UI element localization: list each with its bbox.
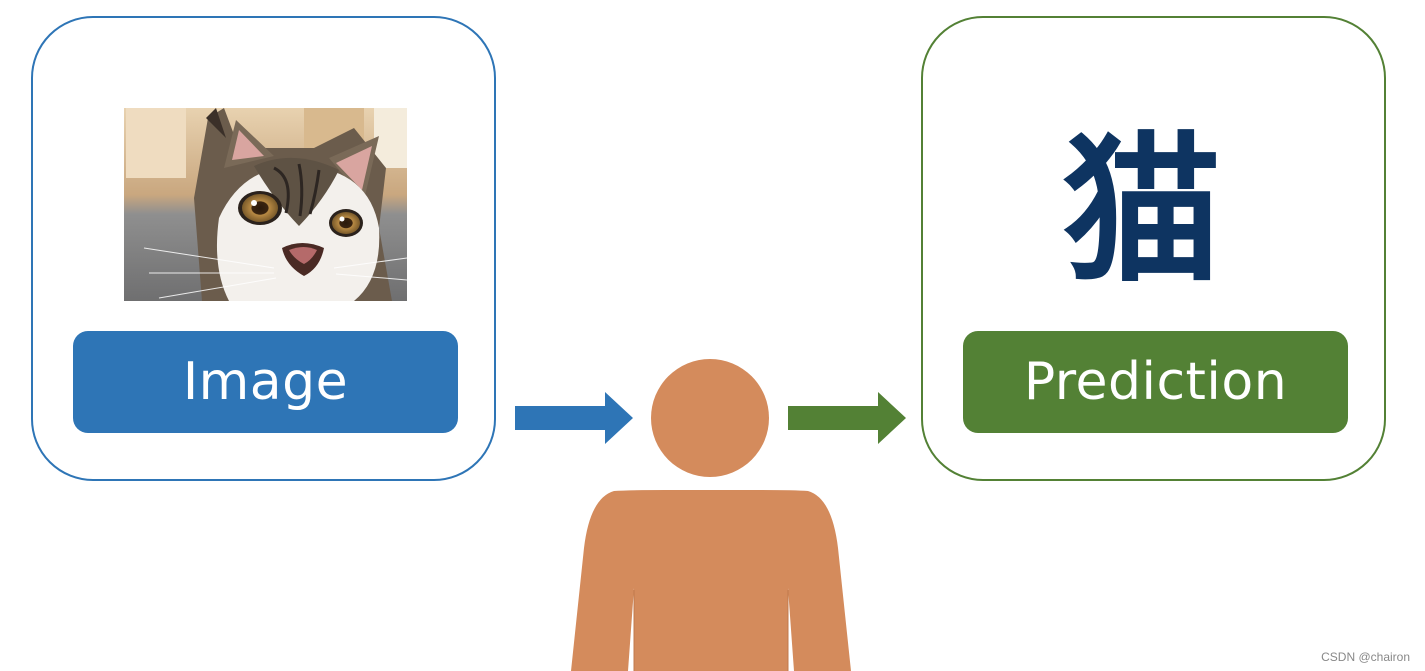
prediction-output-panel: 猫 Prediction [921, 16, 1386, 481]
person-icon [571, 359, 851, 671]
image-input-panel: Image [31, 16, 496, 481]
prediction-label: Prediction [963, 331, 1348, 433]
prediction-glyph: 猫 [1062, 116, 1222, 296]
watermark: CSDN @chairon [1321, 650, 1410, 664]
cat-photo [124, 108, 407, 301]
input-arrow-icon [515, 392, 633, 444]
image-label: Image [73, 331, 458, 433]
output-arrow-icon [788, 392, 906, 444]
svg-text:猫: 猫 [1062, 116, 1222, 296]
